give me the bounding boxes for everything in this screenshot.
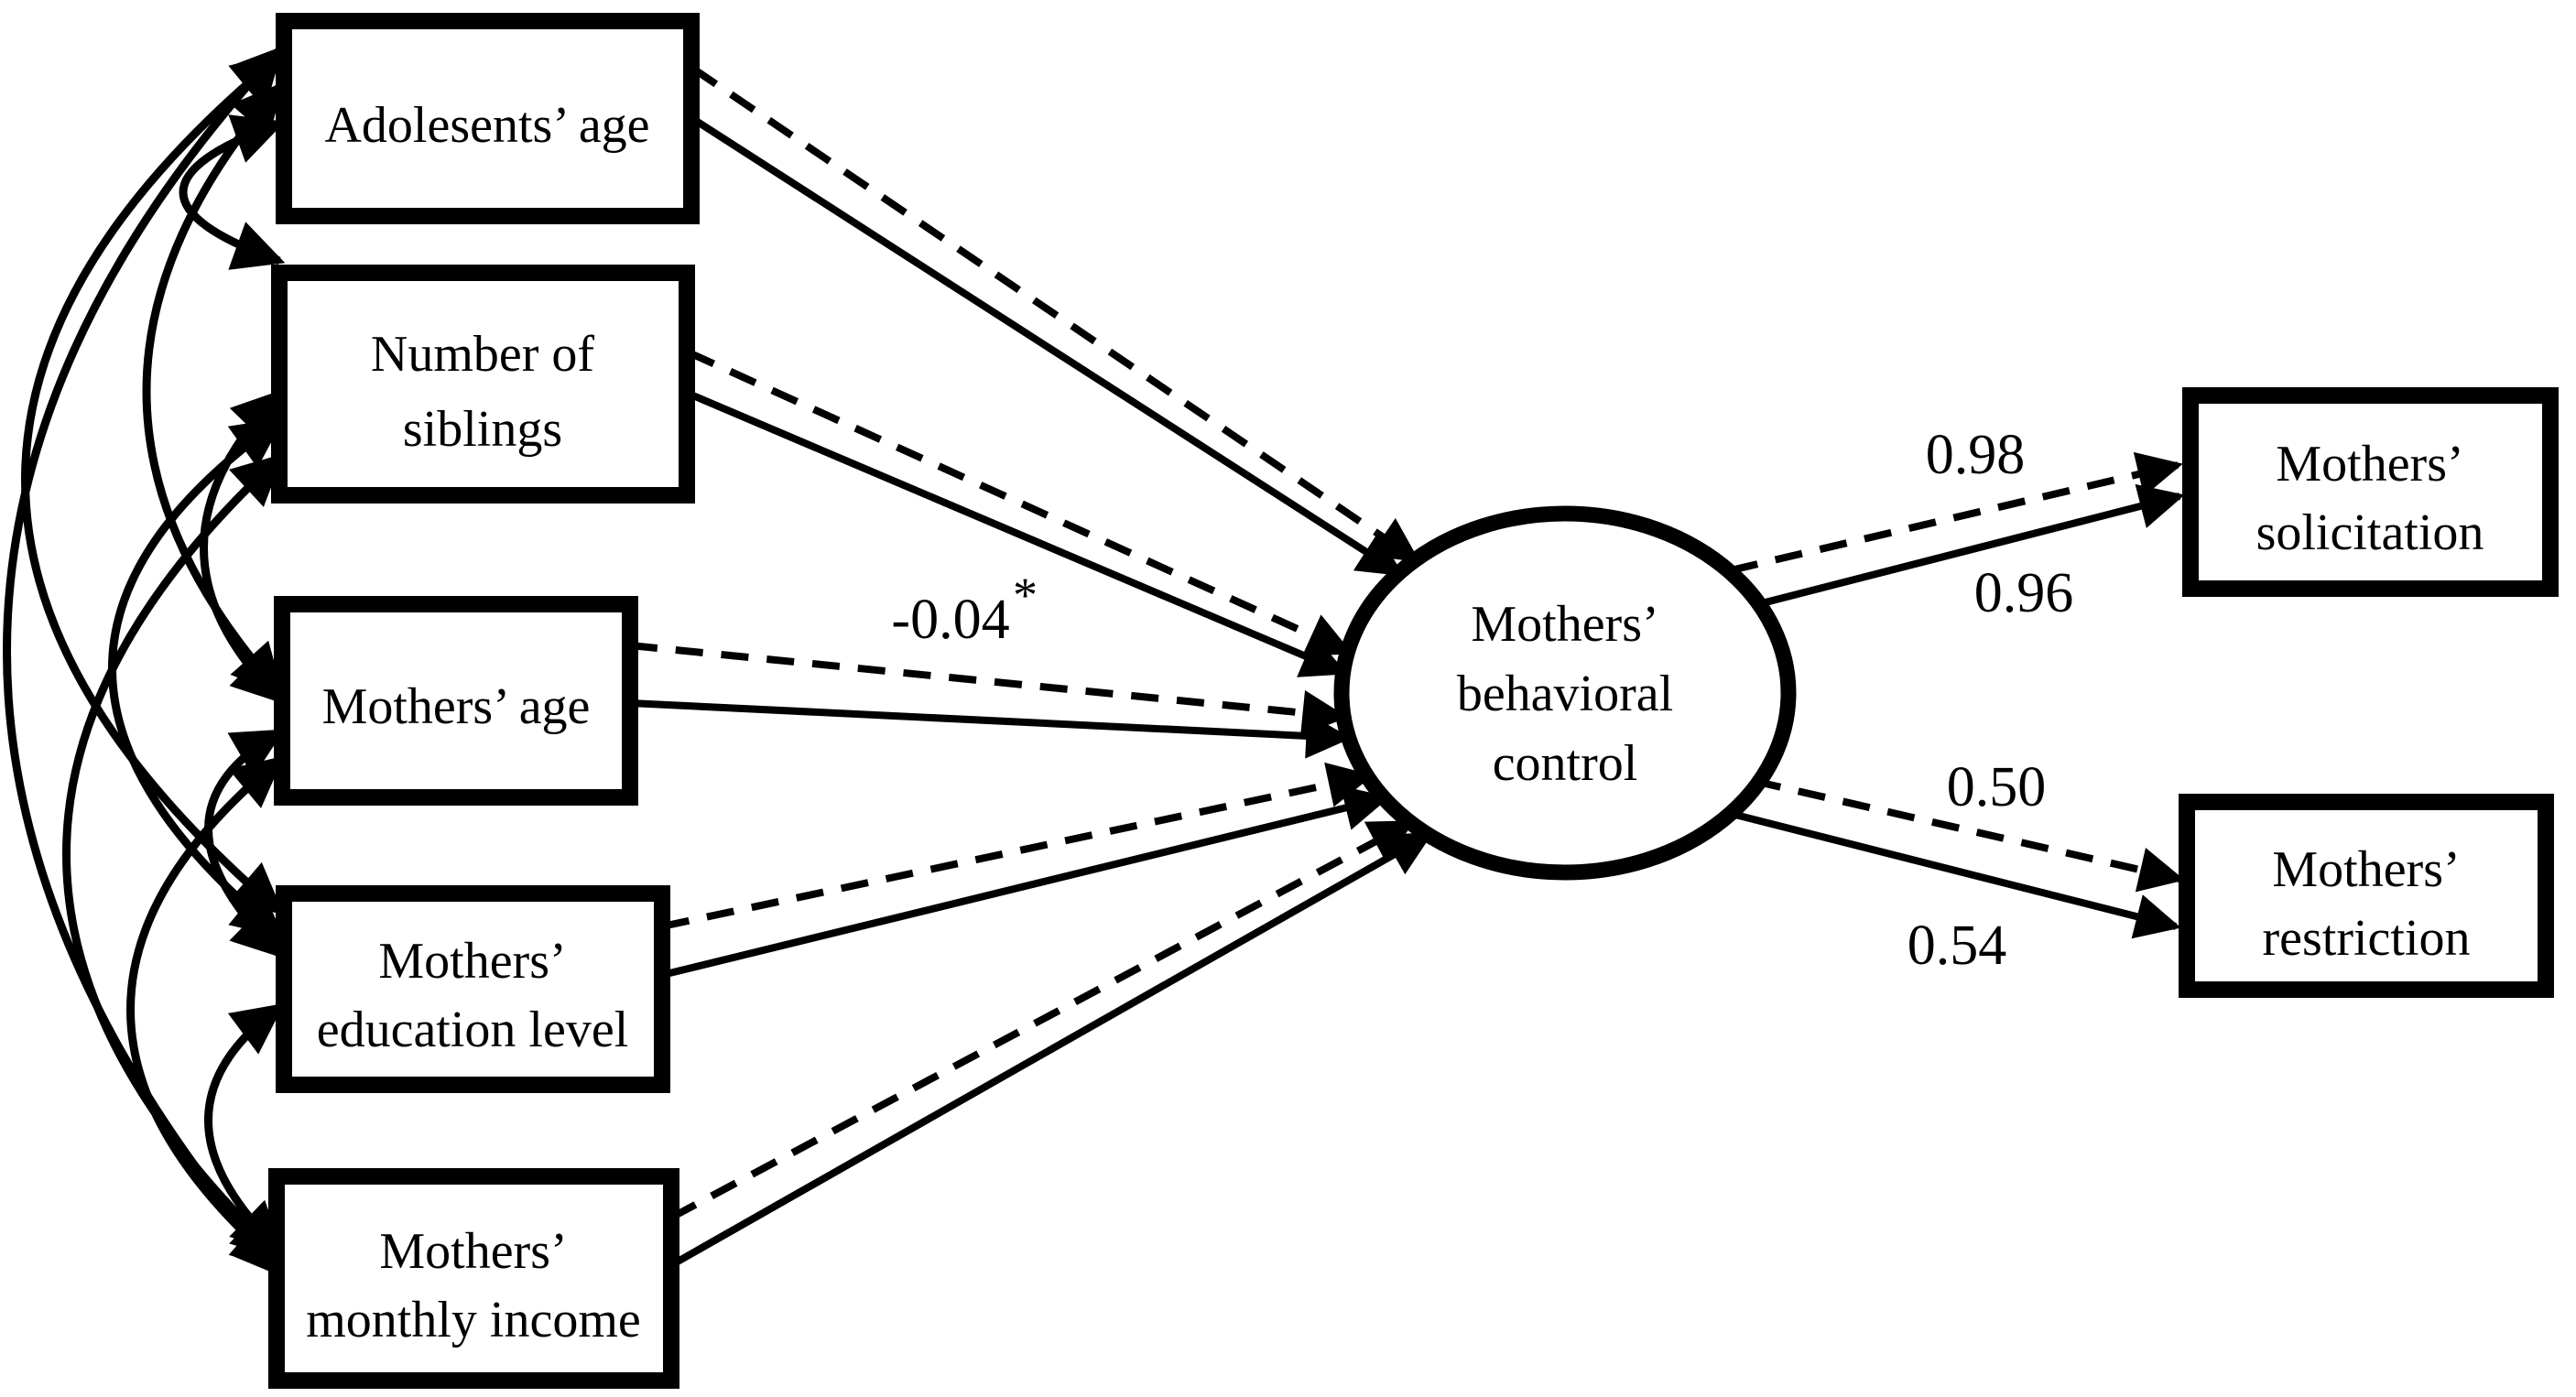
box-mothers-solicitation: [2182, 387, 2559, 597]
coef-restriction-solid: 0.54: [1908, 915, 2007, 977]
coef-restriction-dashed: 0.50: [1947, 756, 2047, 818]
path-adolescents-age-dashed: [690, 65, 1420, 563]
box-number-of-siblings: [271, 265, 695, 504]
covariance-arc-education-income: [204, 1003, 285, 1254]
covariance-arc-mothersage-income: [126, 755, 285, 1270]
label-latent-line2: behavioral: [1457, 666, 1673, 722]
covariance-arc-siblings-income: [62, 453, 284, 1261]
label-latent-line3: control: [1493, 735, 1638, 792]
path-education-level-dashed: [661, 762, 1374, 930]
structural-paths-exogenous-to-latent: [629, 65, 1434, 1269]
box-mothers-monthly-income: [268, 1168, 679, 1389]
path-monthly-income-solid: [669, 831, 1434, 1269]
path-control-solicitation-solid: [1757, 483, 2185, 608]
path-number-siblings-solid: [687, 390, 1348, 677]
path-control-restriction-dashed: [1753, 777, 2185, 893]
box-mothers-age: [274, 596, 638, 806]
box-adolescents-age: [276, 13, 700, 224]
label-solicitation-line1: Mothers’: [2276, 436, 2463, 493]
path-education-level-solid: [661, 785, 1390, 979]
path-monthly-income-dashed: [669, 819, 1416, 1221]
ellipse-mothers-behavioral-control: [1333, 505, 1797, 881]
coef-mothers-age-value: -0.04: [891, 589, 1009, 651]
label-mothers-education-line1: Mothers’: [378, 933, 566, 990]
coef-mothers-age-asterisk: *: [1013, 568, 1038, 623]
path-mothers-age-solid: [629, 699, 1352, 759]
outcome-boxes: Mothers’ solicitation Mothers’ restricti…: [2179, 387, 2559, 998]
path-control-restriction-solid: [1734, 811, 2181, 939]
path-adolescents-age-solid: [690, 115, 1405, 577]
covariance-arrows: [3, 46, 286, 1278]
label-number-of-siblings-line1: Number of: [371, 326, 595, 383]
path-control-solicitation-dashed: [1730, 451, 2183, 574]
label-mothers-income-line2: monthly income: [306, 1292, 641, 1348]
label-solicitation-line2: solicitation: [2256, 504, 2484, 561]
label-number-of-siblings-line2: siblings: [403, 401, 562, 458]
label-adolescents-age: Adolesents’ age: [324, 97, 649, 154]
label-restriction-line2: restriction: [2262, 910, 2470, 967]
coef-solicitation-dashed: 0.98: [1926, 424, 2026, 486]
covariance-arc-siblings-mothersage: [200, 389, 284, 704]
label-mothers-education-line2: education level: [317, 1002, 629, 1058]
label-restriction-line1: Mothers’: [2272, 841, 2460, 898]
label-mothers-age: Mothers’ age: [322, 678, 591, 735]
exogenous-boxes: Adolesents’ age Number of siblings Mothe…: [268, 13, 700, 1389]
structural-paths-latent-to-outcomes: [1730, 451, 2185, 939]
label-latent-line1: Mothers’: [1471, 596, 1658, 653]
path-coefficient-labels: -0.04 * 0.98 0.96 0.50 0.54: [891, 424, 2073, 977]
box-mothers-restriction: [2179, 794, 2554, 998]
path-number-siblings-dashed: [687, 349, 1353, 656]
path-mothers-age-dashed: [629, 642, 1348, 736]
coef-solicitation-solid: 0.96: [1974, 562, 2074, 624]
latent-node: Mothers’ behavioral control: [1333, 505, 1797, 881]
label-mothers-income-line1: Mothers’: [379, 1223, 567, 1280]
covariance-arc-age-education: [21, 52, 285, 915]
box-mothers-education-level: [276, 885, 670, 1093]
